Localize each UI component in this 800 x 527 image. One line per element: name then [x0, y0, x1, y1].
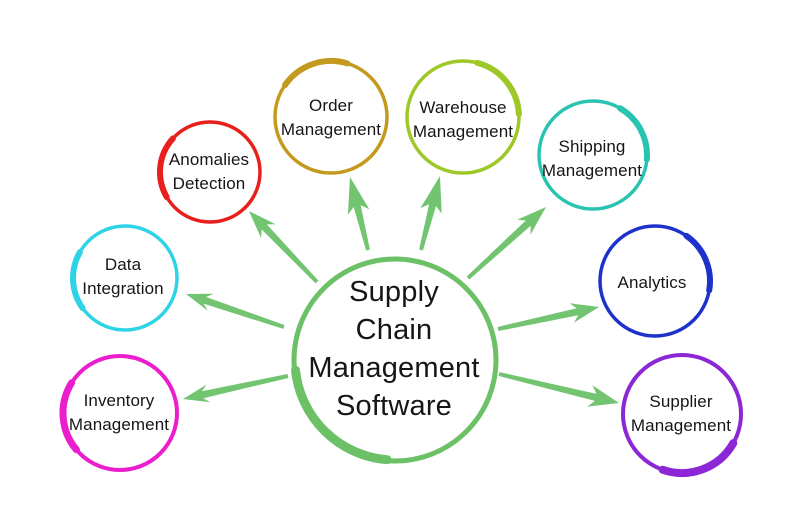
node-brush-analytics	[597, 223, 713, 339]
node-brush-anomalies-detection	[157, 119, 263, 225]
center-label: Supply Chain Management Software	[308, 276, 480, 422]
arrow-to-data-integration	[186, 293, 285, 329]
arrow-to-shipping-management	[466, 207, 546, 280]
node-brush-inventory-management	[59, 352, 181, 474]
node-brush-shipping-management	[536, 98, 650, 212]
arrow-to-anomalies-detection	[249, 211, 319, 284]
node-label-analytics: Analytics	[617, 273, 687, 292]
node-brush-data-integration	[70, 223, 180, 333]
node-label-shipping-management: Shipping Management	[541, 137, 643, 180]
arrow-to-inventory-management	[183, 374, 289, 403]
node-brush-order-management	[272, 58, 390, 176]
arrow-to-order-management	[347, 177, 370, 251]
center-circle-brush-stroke	[290, 255, 500, 465]
arrow-to-supplier-management	[498, 372, 619, 407]
node-brush-warehouse-management	[404, 58, 522, 177]
node-label-anomalies-detection: Anomalies Detection	[168, 150, 250, 193]
arrow-to-warehouse-management	[419, 176, 442, 251]
arrow-to-analytics	[497, 303, 599, 331]
node-label-inventory-management: Inventory Management	[68, 391, 170, 434]
center-circle	[291, 256, 499, 464]
node-brush-supplier-management	[619, 351, 745, 477]
node-label-order-management: Order Management	[280, 96, 382, 139]
node-label-data-integration: Data Integration	[82, 255, 164, 298]
node-label-supplier-management: Supplier Management	[630, 392, 732, 435]
node-label-warehouse-management: Warehouse Management	[412, 98, 514, 141]
